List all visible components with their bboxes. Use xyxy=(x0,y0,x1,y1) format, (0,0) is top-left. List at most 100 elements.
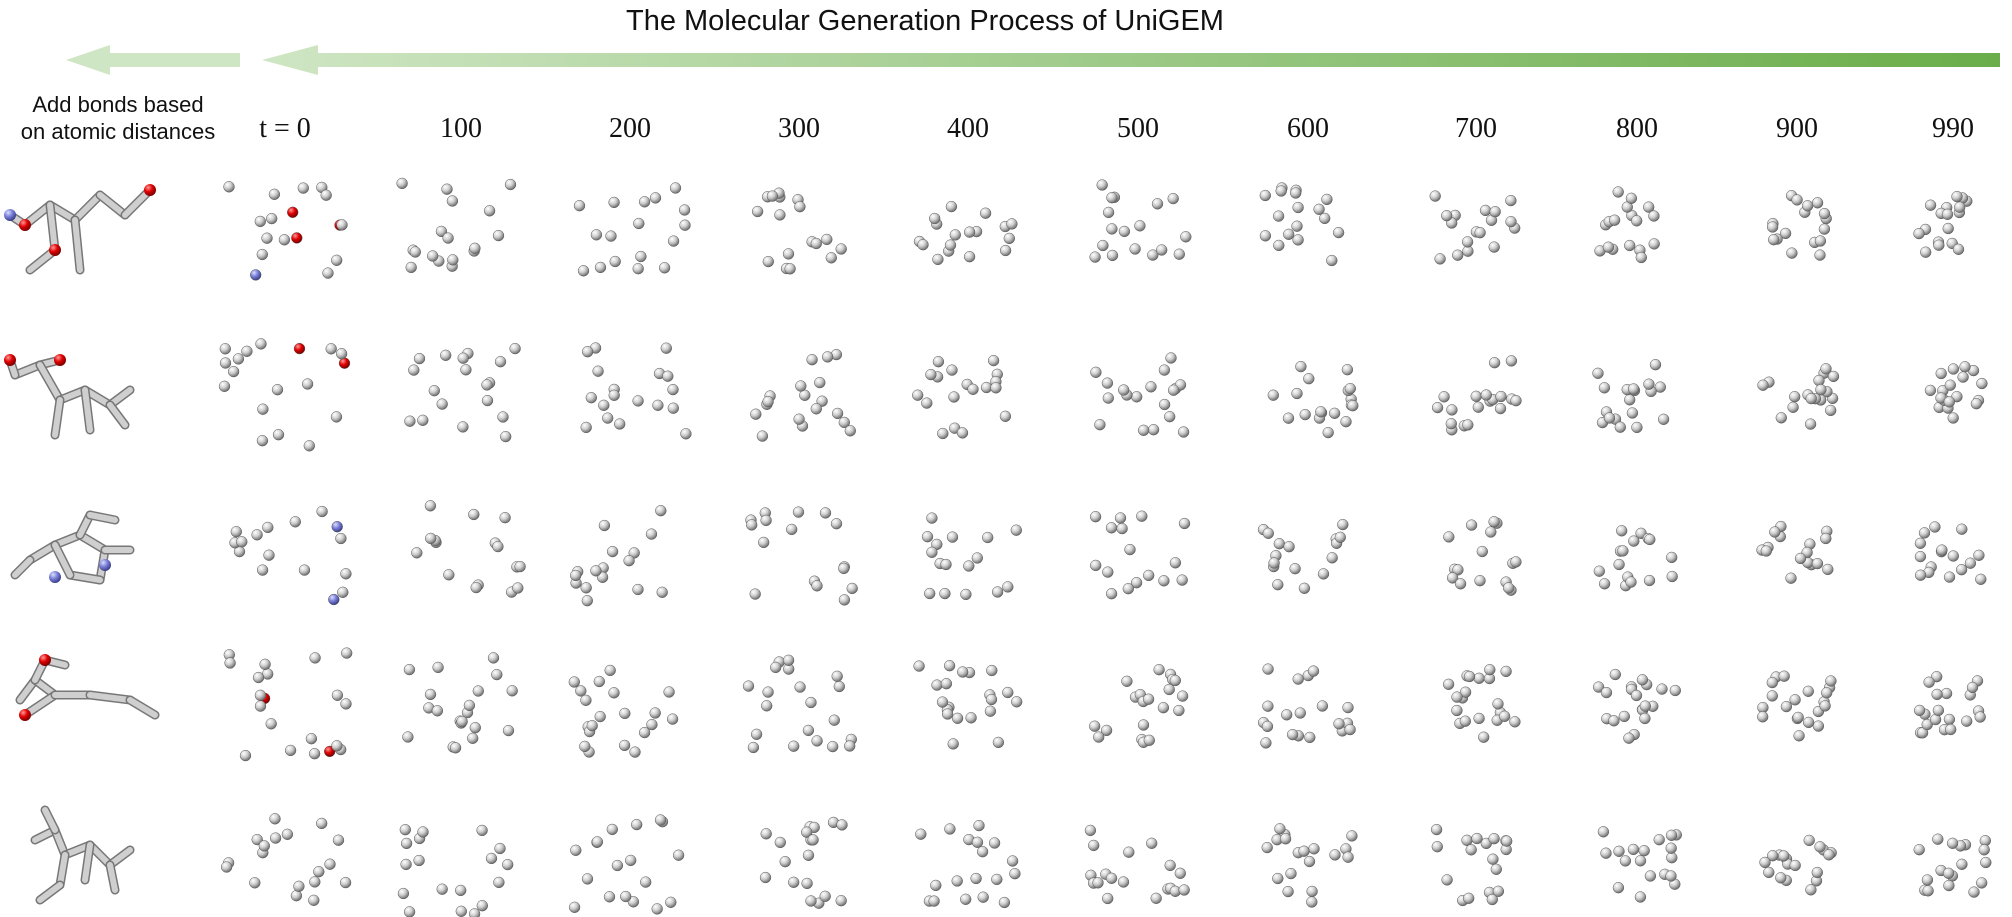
atom xyxy=(807,834,819,846)
atom xyxy=(1009,868,1021,880)
atom xyxy=(1818,207,1831,220)
atom xyxy=(1630,689,1643,702)
atom xyxy=(1951,190,1963,203)
atom-cloud xyxy=(229,505,352,606)
atom xyxy=(1292,234,1304,246)
atom xyxy=(623,555,635,567)
heteroatom xyxy=(4,354,16,366)
atom xyxy=(991,873,1003,886)
atom xyxy=(1289,563,1301,575)
atom xyxy=(1803,834,1815,847)
atom xyxy=(341,647,353,659)
atom xyxy=(502,724,515,737)
atom xyxy=(254,689,267,701)
atom xyxy=(1780,700,1793,713)
atom xyxy=(424,688,437,701)
atom xyxy=(324,858,336,870)
atom xyxy=(940,558,952,571)
atom xyxy=(844,740,856,752)
atom xyxy=(224,657,236,669)
atom xyxy=(436,398,448,410)
atom xyxy=(1921,874,1934,886)
atom xyxy=(291,232,303,244)
atom xyxy=(1313,203,1325,215)
timestep-label: 400 xyxy=(947,113,989,144)
atom xyxy=(766,190,779,202)
atom xyxy=(1945,723,1957,736)
atom xyxy=(1802,685,1814,697)
atom xyxy=(831,670,843,682)
atom xyxy=(487,652,500,664)
atom xyxy=(672,849,685,861)
atom xyxy=(1131,391,1143,403)
atom xyxy=(1180,231,1192,243)
atom-cloud xyxy=(223,181,348,281)
atom-cloud xyxy=(568,814,685,915)
bond xyxy=(67,572,103,583)
bond xyxy=(107,862,118,893)
atom xyxy=(568,676,580,688)
timestep-label: 500 xyxy=(1117,113,1159,144)
atom xyxy=(638,726,651,739)
atom xyxy=(965,712,977,724)
atom xyxy=(976,846,989,858)
atom xyxy=(1143,569,1155,582)
atom xyxy=(598,399,610,411)
atom xyxy=(1281,709,1293,721)
atom xyxy=(1649,359,1662,371)
atom xyxy=(492,540,504,553)
atom xyxy=(1118,384,1130,396)
atom xyxy=(1011,696,1023,708)
atom xyxy=(1757,379,1769,391)
atom xyxy=(251,833,263,846)
atom xyxy=(1489,206,1501,218)
atom xyxy=(1789,391,1801,403)
atom xyxy=(602,412,614,424)
atom xyxy=(1476,545,1488,558)
atom xyxy=(1146,837,1158,849)
atom xyxy=(232,353,245,365)
atom xyxy=(570,844,582,856)
atom xyxy=(1603,412,1616,424)
atom xyxy=(1818,223,1831,235)
bonded-molecule xyxy=(10,510,135,585)
atom xyxy=(1940,687,1953,700)
atom xyxy=(469,722,481,734)
atom xyxy=(497,411,509,423)
atom xyxy=(1968,886,1980,898)
heteroatom xyxy=(19,709,31,721)
atom xyxy=(816,395,828,407)
atom xyxy=(604,664,616,677)
atom xyxy=(656,586,668,598)
atom xyxy=(460,364,472,376)
atom xyxy=(1775,872,1787,884)
atom xyxy=(936,696,949,708)
atom xyxy=(1666,852,1678,864)
atom xyxy=(992,736,1005,749)
atom xyxy=(1275,185,1287,197)
atom xyxy=(254,700,267,712)
atom xyxy=(762,255,774,268)
bonded-molecule xyxy=(4,354,135,440)
atom xyxy=(782,248,795,260)
atom xyxy=(788,740,800,752)
atom xyxy=(331,254,343,266)
atom xyxy=(1285,867,1297,880)
atom xyxy=(1505,216,1517,228)
atom xyxy=(1136,510,1148,522)
atom xyxy=(1445,418,1457,430)
figure-title: The Molecular Generation Process of UniG… xyxy=(626,5,1224,37)
heteroatom xyxy=(49,244,61,256)
atom xyxy=(1342,701,1354,714)
atom xyxy=(249,877,261,889)
atom xyxy=(1759,856,1771,869)
atom xyxy=(1167,384,1180,396)
atom xyxy=(652,399,664,411)
atom xyxy=(592,365,604,377)
atom xyxy=(1778,850,1790,862)
atom xyxy=(337,586,349,598)
atom xyxy=(514,560,526,573)
atom xyxy=(483,205,496,217)
atom xyxy=(926,512,938,524)
atom xyxy=(1634,855,1647,867)
